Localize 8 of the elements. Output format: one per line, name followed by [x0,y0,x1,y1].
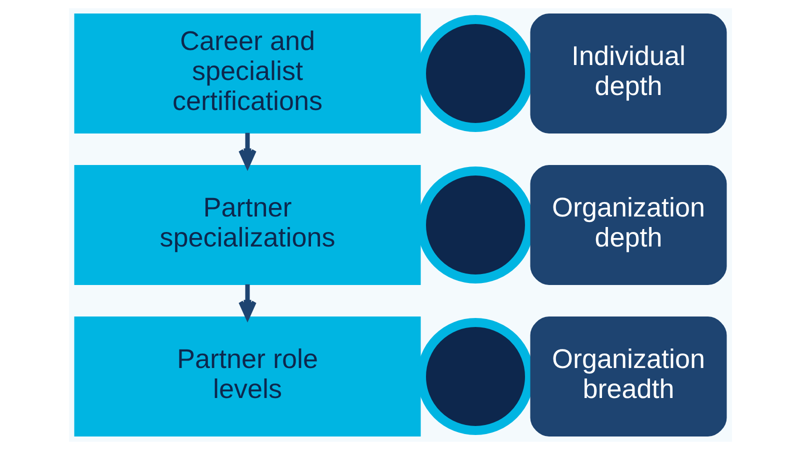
arrow [238,284,256,320]
node-box: Individual depth [530,14,726,134]
node-box: Organization depth [530,165,726,285]
node-box: Partner role levels [74,316,420,436]
node-box: Partner specializations [74,165,420,285]
node-box: Organization breadth [530,316,726,436]
arrow [238,132,256,168]
node-box: Career and specialist certifications [74,14,420,134]
